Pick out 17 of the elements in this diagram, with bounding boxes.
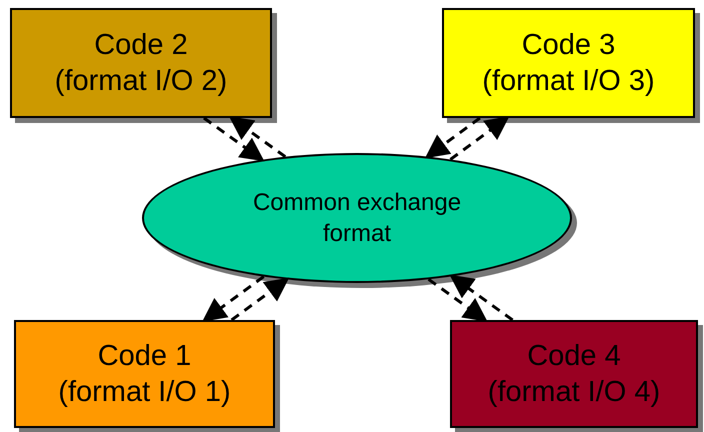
node-label: (format I/O 4) — [488, 375, 660, 410]
dashed-arrow — [450, 116, 510, 161]
dashed-arrow — [228, 116, 286, 158]
dashed-arrow — [203, 116, 264, 162]
dashed-arrow — [424, 116, 481, 158]
code-title: Code 4 — [527, 338, 621, 374]
dashed-arrow — [428, 278, 488, 322]
node-label: Common exchange format — [252, 188, 462, 249]
dashed-arrow — [230, 278, 290, 322]
dashed-arrow — [202, 275, 265, 322]
node-label: (format I/O 1) — [58, 375, 231, 410]
code-title: Code 1 — [98, 338, 192, 374]
code-title: Code 2 — [94, 28, 188, 63]
code-title: Code 3 — [522, 28, 616, 63]
node-label: (format I/O 2) — [54, 64, 228, 99]
node-label: (format I/O 3) — [482, 64, 655, 99]
dashed-arrow — [449, 274, 514, 322]
